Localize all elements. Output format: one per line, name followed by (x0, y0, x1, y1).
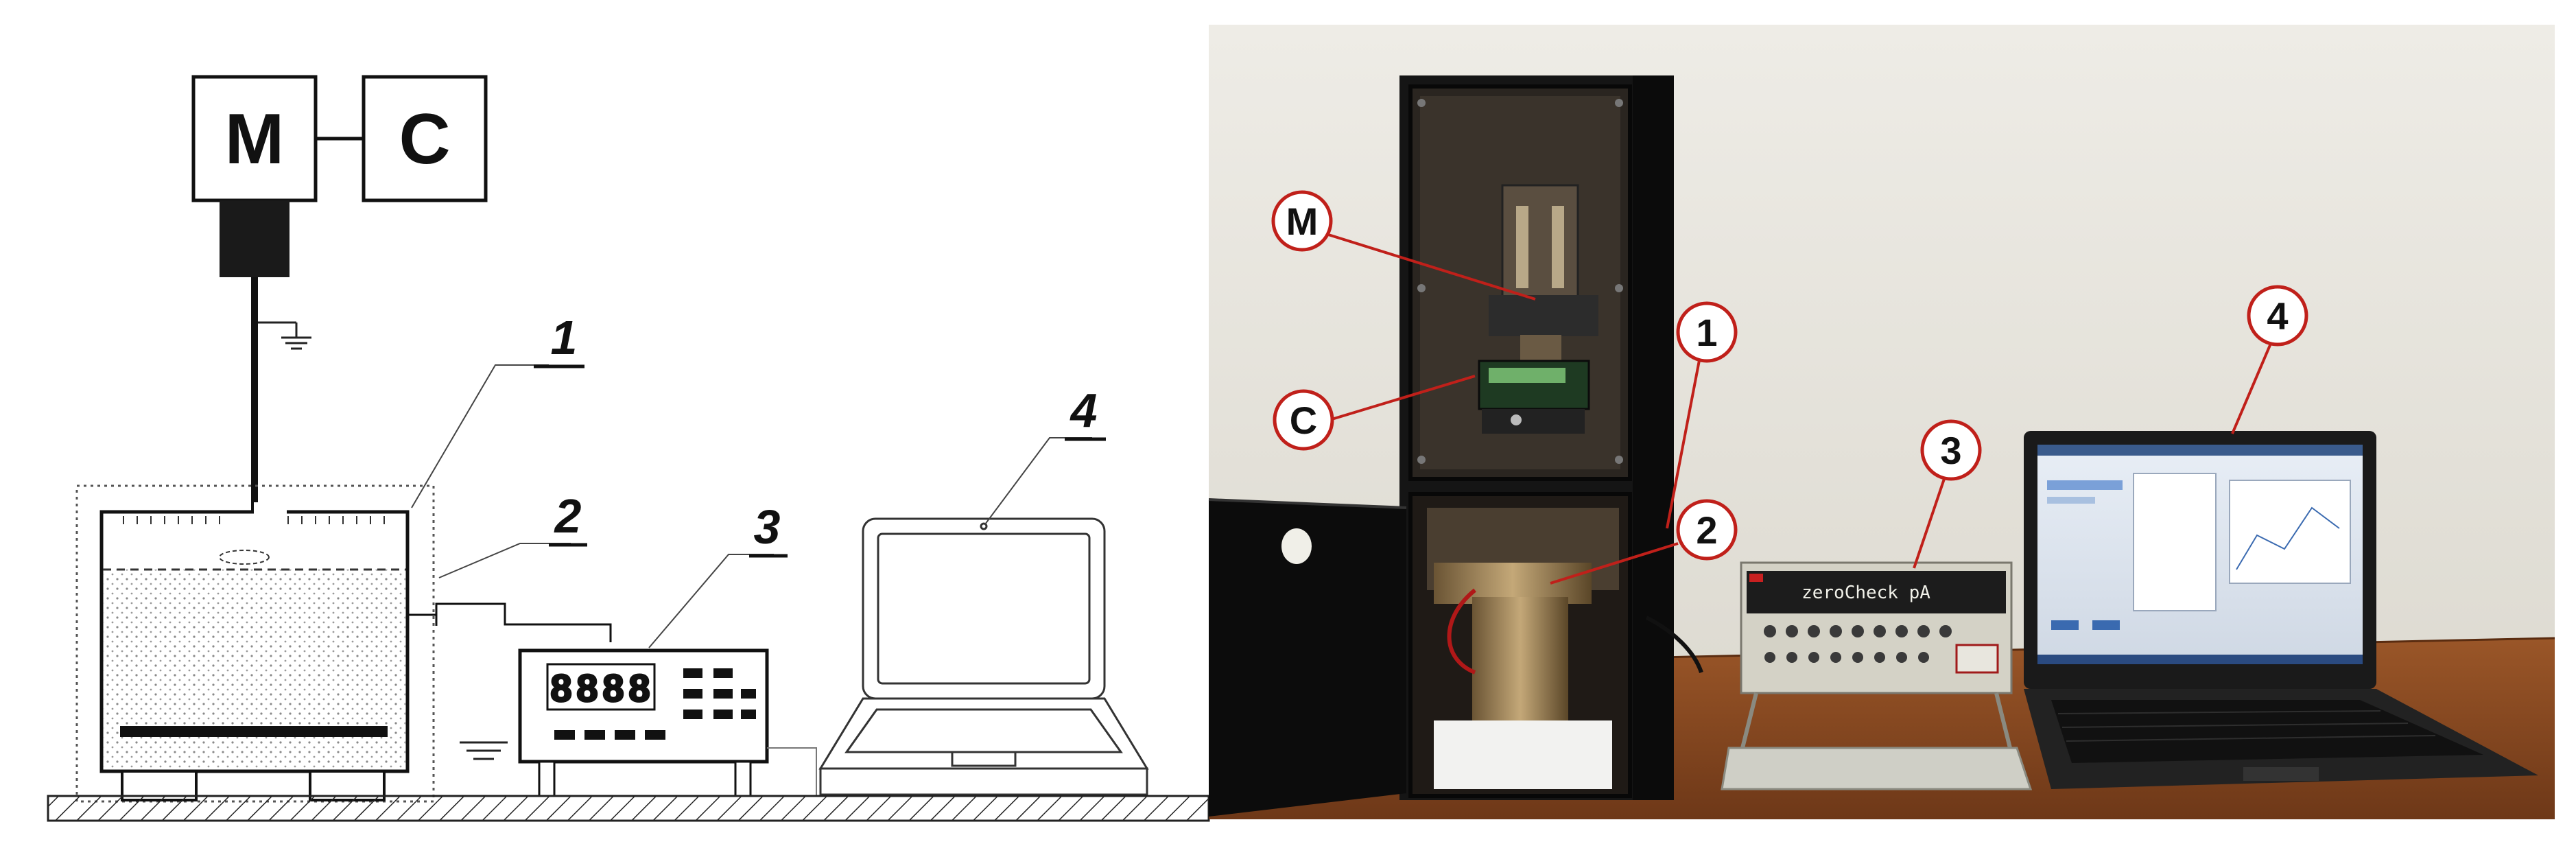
controller-label: C (399, 99, 450, 179)
svg-text:2: 2 (1696, 508, 1717, 552)
svg-text:3: 3 (1940, 429, 1961, 472)
schematic-callout-3: 3 (754, 500, 781, 554)
schematic-diagram: M C (47, 75, 1210, 822)
shaft-ground-symbol (258, 321, 311, 350)
schematic-leader-underlines (534, 364, 1106, 558)
laptop-schematic (818, 517, 1149, 796)
photo-callout-c: C (1273, 389, 1334, 451)
motor-box: M (191, 75, 318, 202)
photo-callout-3: 3 (1920, 419, 1982, 481)
signal-cable (407, 602, 612, 642)
photo-housing-cable (1645, 616, 1703, 674)
setup-photograph: zeroCheck pA (1208, 25, 2555, 819)
meter-digit-4: 8 (628, 666, 650, 710)
meter-digit-1: 8 (550, 666, 571, 710)
shaft-coupling (220, 200, 289, 277)
svg-text:M: M (1286, 200, 1319, 243)
electrometer-schematic: 8 8 8 8 (518, 648, 769, 797)
photo-leaders (1323, 232, 2273, 585)
motor-label: M (225, 99, 285, 179)
meter-buttons (554, 668, 756, 740)
meter-digit-2: 8 (576, 666, 598, 710)
meter-digit-3: 8 (602, 666, 624, 710)
schematic-callout-2: 2 (554, 489, 582, 543)
floor-hatching (47, 795, 1210, 822)
photo-housing-door (1208, 498, 1407, 817)
photo-laptop (2024, 431, 2538, 789)
controller-box: C (362, 75, 488, 202)
photo-housing (1399, 75, 1674, 800)
schematic-callout-4: 4 (1070, 384, 1098, 437)
meter-digits: 8 8 8 8 (550, 666, 651, 711)
photo-electrometer: zeroCheck pA (1721, 561, 2033, 790)
schematic-callout-1: 1 (551, 311, 578, 364)
photo-callout-1: 1 (1676, 301, 1738, 363)
stirring-paddle (120, 726, 388, 737)
photo-callout-4: 4 (2247, 285, 2308, 347)
svg-text:4: 4 (2267, 294, 2288, 338)
photo-electrometer-display: zeroCheck pA (1801, 583, 1930, 603)
svg-text:1: 1 (1696, 311, 1717, 354)
photo-callout-m: M (1271, 190, 1333, 252)
svg-text:C: C (1290, 399, 1317, 442)
photo-callout-2: 2 (1676, 499, 1738, 561)
meter-ground-symbol (460, 741, 508, 760)
data-cable (767, 747, 817, 796)
